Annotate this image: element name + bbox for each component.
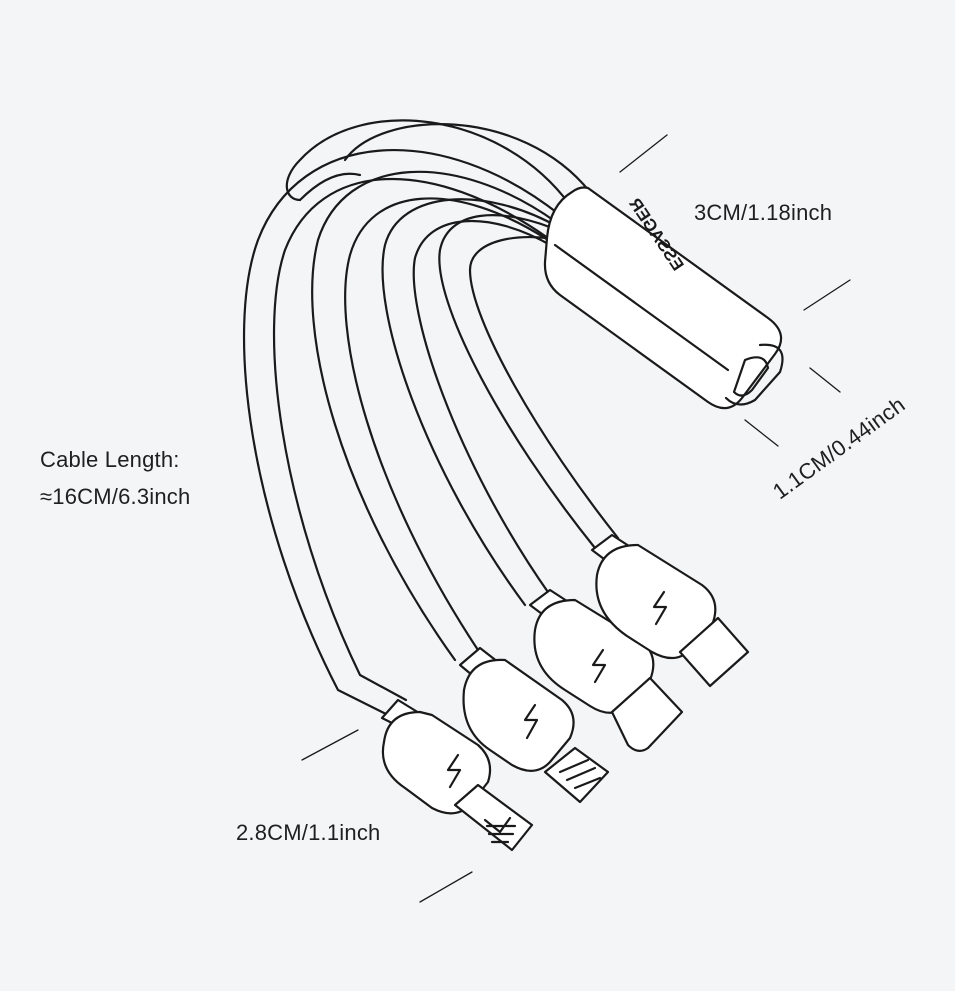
lightning-connector (380, 698, 534, 852)
lightning-bolt-icon (523, 703, 539, 740)
lightning-bolt-icon (591, 648, 607, 684)
micro-usb-connector (458, 646, 610, 804)
cable-length-title: Cable Length: (40, 447, 180, 472)
lightning-bolt-icon (652, 590, 668, 626)
bottom-connector-length-label: 2.8CM/1.1inch (236, 820, 381, 845)
lightning-bolt-icon (446, 753, 462, 789)
cable-strands (242, 119, 620, 717)
usb-c-connector (528, 588, 684, 752)
usb-a-connector (590, 533, 750, 688)
cable-length-annotation: Cable Length: ≈16CM/6.3inch (40, 441, 190, 515)
dimension-lines (301, 134, 851, 903)
top-connector-length-label: 3CM/1.18inch (694, 200, 833, 225)
usb-c-hub (543, 186, 784, 410)
cable-length-value: ≈16CM/6.3inch (40, 484, 191, 509)
